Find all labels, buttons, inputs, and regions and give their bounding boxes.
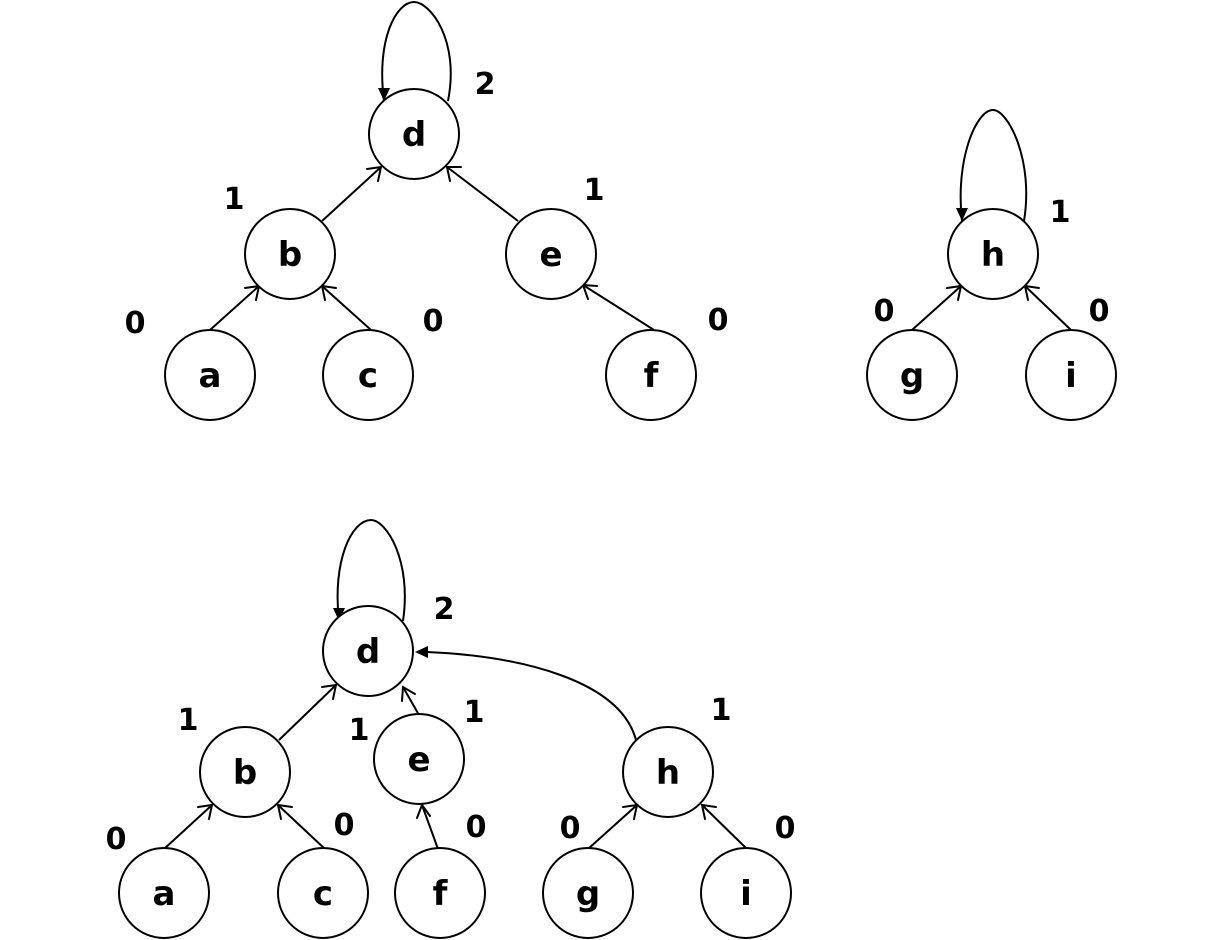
rank-label-b: 1	[224, 182, 245, 217]
union-rank-labels: 2 1 1 1 1 0 0 0 0 0	[106, 592, 796, 857]
node-label: i	[1065, 356, 1077, 396]
forest-rank-labels: 2 1 1 0 0 0 1 0 0	[125, 67, 1110, 341]
union-node-a: a	[118, 847, 210, 939]
union-node-c: c	[277, 847, 369, 939]
rank-label-g: 0	[874, 294, 895, 329]
edge-e-to-d	[445, 166, 519, 222]
union-edges	[163, 518, 748, 850]
rank-label-c: 0	[423, 304, 444, 339]
forest-before-union: d b e a c f h g	[125, 0, 1117, 421]
forest-node-g: g	[866, 329, 958, 421]
union-node-d: d	[322, 605, 414, 697]
self-loop-h	[956, 108, 1028, 222]
union-node-h: h	[622, 726, 714, 818]
node-label: e	[407, 740, 430, 780]
node-label: a	[153, 874, 176, 914]
edge-h-to-d	[415, 646, 637, 741]
node-label: i	[740, 874, 752, 914]
edge-b-to-d	[321, 165, 383, 222]
edge-c-to-b	[320, 284, 372, 331]
edge-b-to-d	[278, 683, 338, 741]
rank-label-i: 0	[1089, 294, 1110, 329]
forest-node-b: b	[244, 208, 336, 300]
rank-label-f: 0	[466, 810, 487, 845]
rank-label-i: 0	[775, 811, 796, 846]
forest-edges	[209, 0, 1072, 331]
node-label: g	[900, 356, 924, 396]
forest-after-union: d b e h a c f g	[106, 518, 796, 939]
node-label: d	[402, 115, 426, 155]
rank-label-g: 0	[560, 811, 581, 846]
rank-label-e-left: 1	[349, 713, 370, 748]
rank-label-c: 0	[334, 808, 355, 843]
node-label: c	[358, 356, 378, 396]
forest-node-i: i	[1025, 329, 1117, 421]
edge-a-to-b	[163, 803, 214, 850]
rank-label-d: 2	[475, 67, 496, 102]
node-label: g	[576, 874, 600, 914]
node-label: a	[199, 356, 222, 396]
rank-label-e-right: 1	[464, 695, 485, 730]
rank-label-a: 0	[125, 306, 146, 341]
edge-g-to-h	[911, 284, 963, 331]
forest-node-d: d	[368, 88, 460, 180]
node-label: d	[356, 632, 380, 672]
union-node-i: i	[700, 847, 792, 939]
node-label: f	[433, 874, 449, 914]
self-loop-d	[378, 0, 452, 102]
edge-c-to-b	[276, 803, 326, 850]
edge-f-to-e	[581, 283, 655, 331]
forest-node-f: f	[605, 329, 697, 421]
edge-i-to-h	[1023, 284, 1072, 331]
rank-label-b: 1	[178, 703, 199, 738]
rank-label-a: 0	[106, 822, 127, 857]
forest-node-c: c	[322, 329, 414, 421]
union-node-b: b	[199, 726, 291, 818]
edge-g-to-h	[587, 803, 639, 850]
node-label: c	[313, 874, 333, 914]
edge-i-to-h	[700, 803, 748, 850]
node-label: b	[233, 753, 257, 793]
forest-node-h: h	[947, 208, 1039, 300]
node-label: h	[656, 753, 680, 793]
rank-label-h: 1	[1050, 195, 1071, 230]
union-node-e: e	[373, 713, 465, 805]
edge-a-to-b	[209, 284, 261, 331]
node-label: e	[539, 235, 562, 275]
rank-label-h: 1	[711, 693, 732, 728]
self-loop-d	[333, 518, 406, 622]
node-label: b	[278, 235, 302, 275]
edge-f-to-e	[416, 802, 439, 850]
forest-node-e: e	[505, 208, 597, 300]
union-node-f: f	[394, 847, 486, 939]
rank-label-d: 2	[434, 592, 455, 627]
rank-label-f: 0	[708, 303, 729, 338]
rank-label-e: 1	[584, 173, 605, 208]
forest-node-a: a	[164, 329, 256, 421]
edge-e-to-d	[401, 685, 420, 716]
node-label: h	[981, 235, 1005, 275]
node-label: f	[644, 356, 660, 396]
union-node-g: g	[542, 847, 634, 939]
